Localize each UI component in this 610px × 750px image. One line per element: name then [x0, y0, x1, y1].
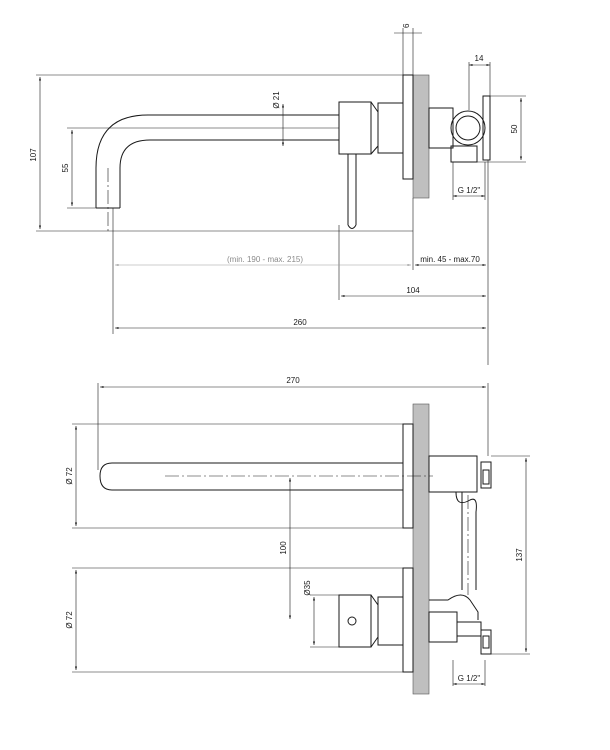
dim-label-d21: Ø 21: [272, 91, 281, 109]
dim-label-g12-bottom: G 1/2": [458, 674, 481, 683]
mixer-body: [338, 101, 404, 229]
dim-label-d72-spout: Ø 72: [65, 467, 74, 485]
dim-label-range: (min. 190 - max. 215): [227, 255, 303, 264]
wall-plate: [402, 74, 414, 180]
dim-label-14: 14: [475, 54, 484, 63]
spout-top: [99, 462, 433, 491]
dim-label-d35: Ø35: [303, 580, 312, 596]
spout: [95, 114, 339, 232]
dim-label-d72-handle: Ø 72: [65, 611, 74, 629]
dim-label-6: 6: [402, 23, 411, 28]
dim-label-g12-top: G 1/2": [458, 186, 481, 195]
dim-label-50: 50: [510, 124, 519, 133]
side-view: 107 55 Ø 21 6 14 50 G 1/2" (m: [29, 23, 526, 365]
dim-label-270: 270: [286, 376, 300, 385]
dim-label-depth-range: min. 45 - max.70: [420, 255, 480, 264]
top-view: 270 Ø 72 100 Ø35 Ø 72 137 G 1/2": [65, 376, 530, 695]
wall-section: [412, 74, 430, 199]
dim-label-137: 137: [515, 548, 524, 562]
wall-section-lower: [412, 403, 430, 695]
dim-label-107: 107: [29, 148, 38, 162]
handle-wall-plate: [402, 567, 414, 673]
concealed-body-top: [428, 455, 492, 655]
handle-screw: [347, 616, 357, 626]
dim-label-260: 260: [293, 318, 307, 327]
dim-label-55: 55: [61, 163, 70, 172]
concealed-body: [428, 95, 491, 163]
dim-label-100: 100: [279, 541, 288, 555]
handle-top: [338, 594, 404, 648]
dim-label-104: 104: [406, 286, 420, 295]
